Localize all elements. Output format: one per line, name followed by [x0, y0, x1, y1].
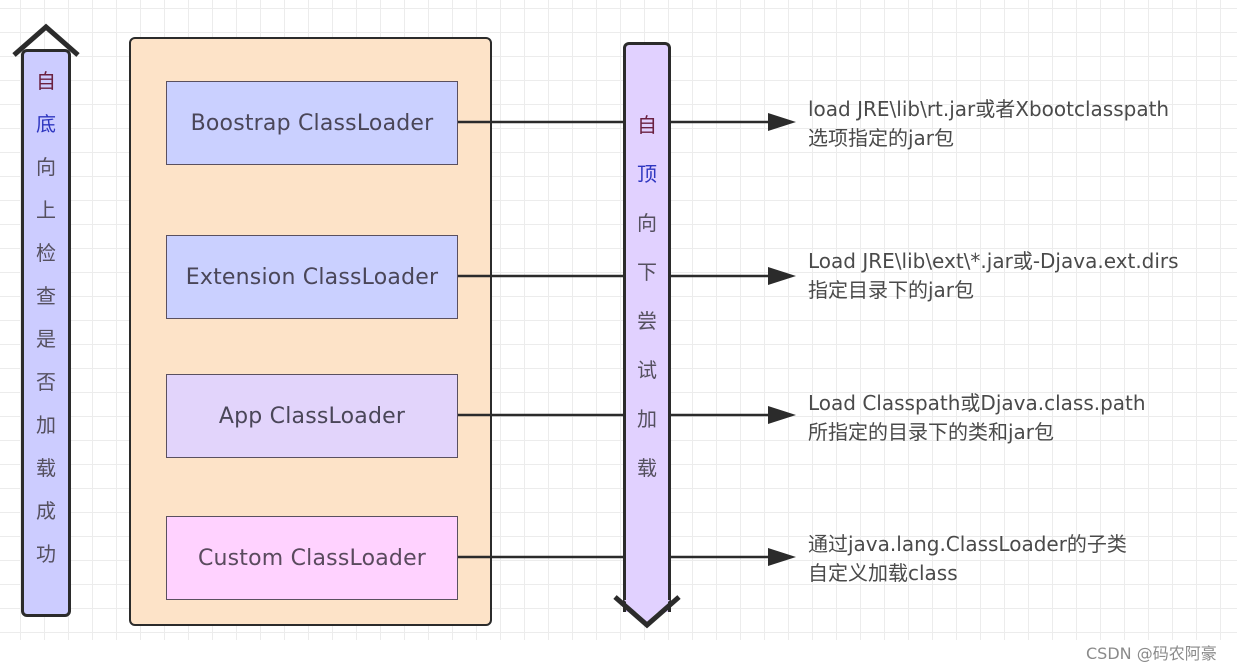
bar-char: 向 [637, 211, 657, 235]
description-line: 所指定的目录下的类和jar包 [808, 420, 1055, 444]
custom-classloader-box[interactable]: Custom ClassLoader [166, 516, 458, 600]
bar-char: 查 [36, 284, 56, 308]
up-arrowhead-icon [12, 23, 80, 57]
arrow-bootstrap-icon [768, 113, 796, 131]
bottom-up-check-bar: 自 底 向 上 检 查 是 否 加 载 成 功 [21, 49, 71, 617]
description-line: 选项指定的jar包 [808, 126, 955, 150]
bar-char: 尝 [637, 309, 657, 333]
bar-char: 自 [36, 69, 56, 93]
csdn-watermark: CSDN @码农阿豪 [1086, 644, 1217, 663]
down-arrowhead-icon [613, 595, 681, 629]
description-line: 自定义加载class [808, 561, 958, 585]
loader-label: Custom ClassLoader [197, 545, 427, 571]
bar-char: 加 [36, 413, 56, 437]
bar-char: 是 [36, 327, 56, 351]
bar-char: 向 [36, 155, 56, 179]
arrow-app-icon [768, 406, 796, 424]
canvas-bottom-margin [0, 640, 1237, 669]
description-line: Load Classpath或Djava.class.path [808, 391, 1146, 415]
app-classloader-box[interactable]: App ClassLoader [166, 374, 458, 458]
bootstrap-classloader-box[interactable]: Boostrap ClassLoader [166, 81, 458, 165]
top-down-load-bar: 自 顶 向 下 尝 试 加 载 [623, 42, 671, 612]
description-line: load JRE\lib\rt.jar或者Xbootclasspath [808, 97, 1170, 121]
bar-char: 否 [36, 370, 56, 394]
bar-char: 试 [637, 358, 657, 382]
extension-description: Load JRE\lib\ext\*.jar或-Djava.ext.dirs 指… [808, 247, 1179, 305]
description-line: 通过java.lang.ClassLoader的子类 [808, 532, 1127, 556]
bar-char: 载 [36, 456, 56, 480]
arrow-custom-icon [768, 548, 796, 566]
app-description: Load Classpath或Djava.class.path 所指定的目录下的… [808, 389, 1146, 447]
loader-label: Extension ClassLoader [185, 264, 439, 290]
loader-label: App ClassLoader [218, 403, 406, 429]
bar-char: 上 [36, 198, 56, 222]
arrow-extension-icon [768, 267, 796, 285]
bootstrap-description: load JRE\lib\rt.jar或者Xbootclasspath 选项指定… [808, 95, 1169, 153]
bar-char: 底 [36, 112, 56, 136]
bar-char: 下 [637, 260, 657, 284]
description-line: Load JRE\lib\ext\*.jar或-Djava.ext.dirs [808, 249, 1179, 273]
extension-classloader-box[interactable]: Extension ClassLoader [166, 235, 458, 319]
custom-description: 通过java.lang.ClassLoader的子类 自定义加载class [808, 530, 1127, 588]
bar-char: 载 [637, 456, 657, 480]
bar-char: 顶 [637, 162, 657, 186]
loader-label: Boostrap ClassLoader [190, 110, 434, 136]
description-line: 指定目录下的jar包 [808, 278, 975, 302]
bar-char: 功 [36, 542, 56, 566]
bar-char: 加 [637, 407, 657, 431]
bar-char: 自 [637, 113, 657, 137]
bar-char: 成 [36, 499, 56, 523]
bar-char: 检 [36, 241, 56, 265]
right-bar-bottom-fill [624, 600, 670, 622]
